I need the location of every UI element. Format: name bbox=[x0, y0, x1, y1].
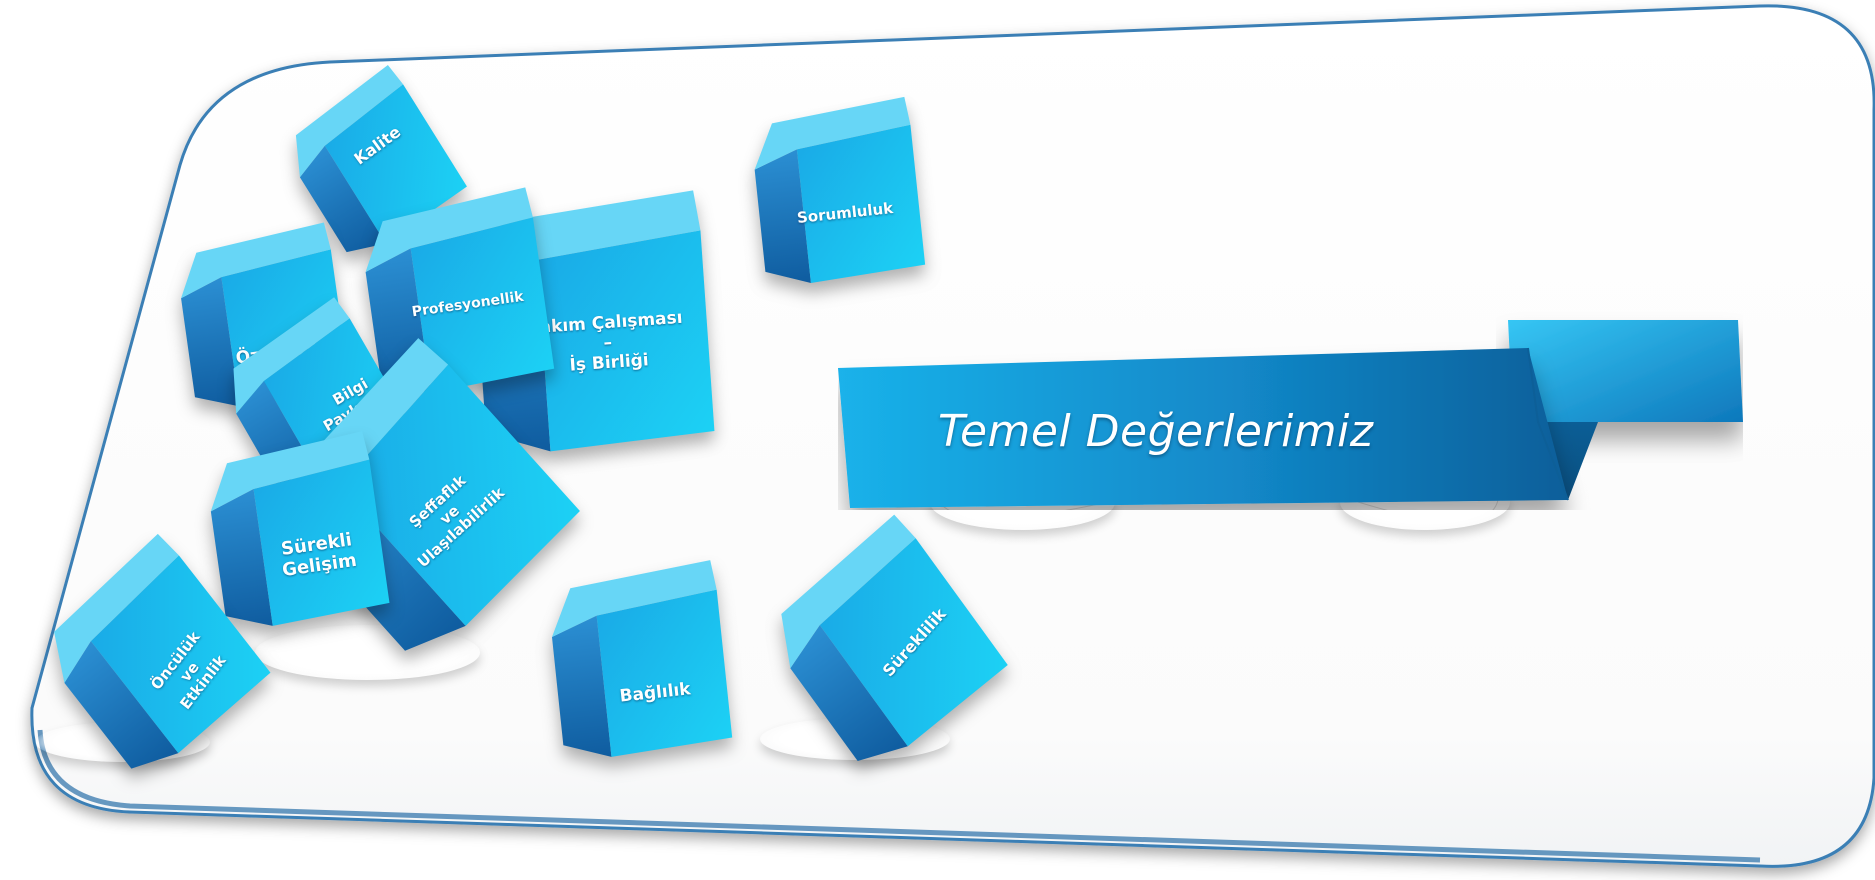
cube-sureklilik: Süreklilik bbox=[775, 514, 1020, 761]
cube-top-face bbox=[781, 514, 916, 669]
cube-front-face bbox=[596, 589, 733, 757]
banner-title: Temel Değerlerimiz bbox=[938, 406, 1374, 457]
cube-side-face bbox=[181, 277, 240, 407]
cube-kalite: Kalite bbox=[295, 65, 468, 253]
cube-front-face bbox=[819, 538, 1008, 747]
cube-front-face bbox=[796, 124, 926, 283]
cube-side-face bbox=[754, 149, 811, 283]
cube-top-face bbox=[233, 297, 350, 414]
cube-top-face bbox=[210, 431, 370, 512]
title-banner: Temel Değerlerimiz bbox=[838, 310, 1743, 510]
cube-top-face bbox=[365, 187, 533, 272]
cube-front-face bbox=[410, 217, 555, 393]
cube-front-face bbox=[253, 459, 390, 626]
cube-profesyonellik: Profesyonellik bbox=[365, 187, 560, 410]
cube-side-face bbox=[299, 145, 386, 253]
cube-sorumluluk: Sorumluluk bbox=[754, 96, 935, 293]
cube-front-face bbox=[339, 364, 580, 626]
cube-top-face bbox=[54, 533, 179, 683]
cube-front-face bbox=[90, 555, 271, 754]
cube-top-face bbox=[295, 65, 404, 178]
cube-top-face bbox=[754, 96, 911, 170]
cube-top-face bbox=[551, 560, 717, 638]
cube-side-face bbox=[210, 488, 273, 626]
cube-label-line: – bbox=[602, 332, 613, 354]
cube-front-face bbox=[324, 84, 467, 244]
cube-top-face bbox=[181, 222, 331, 299]
cube-baglilik: Bağlılık bbox=[551, 560, 740, 775]
cube-front-face bbox=[537, 230, 715, 452]
cube-side-face bbox=[790, 625, 908, 761]
ribbon-shape bbox=[838, 320, 1743, 510]
cube-side-face bbox=[64, 641, 179, 769]
cube-side-face bbox=[551, 615, 612, 757]
cube-top-face bbox=[475, 190, 701, 287]
